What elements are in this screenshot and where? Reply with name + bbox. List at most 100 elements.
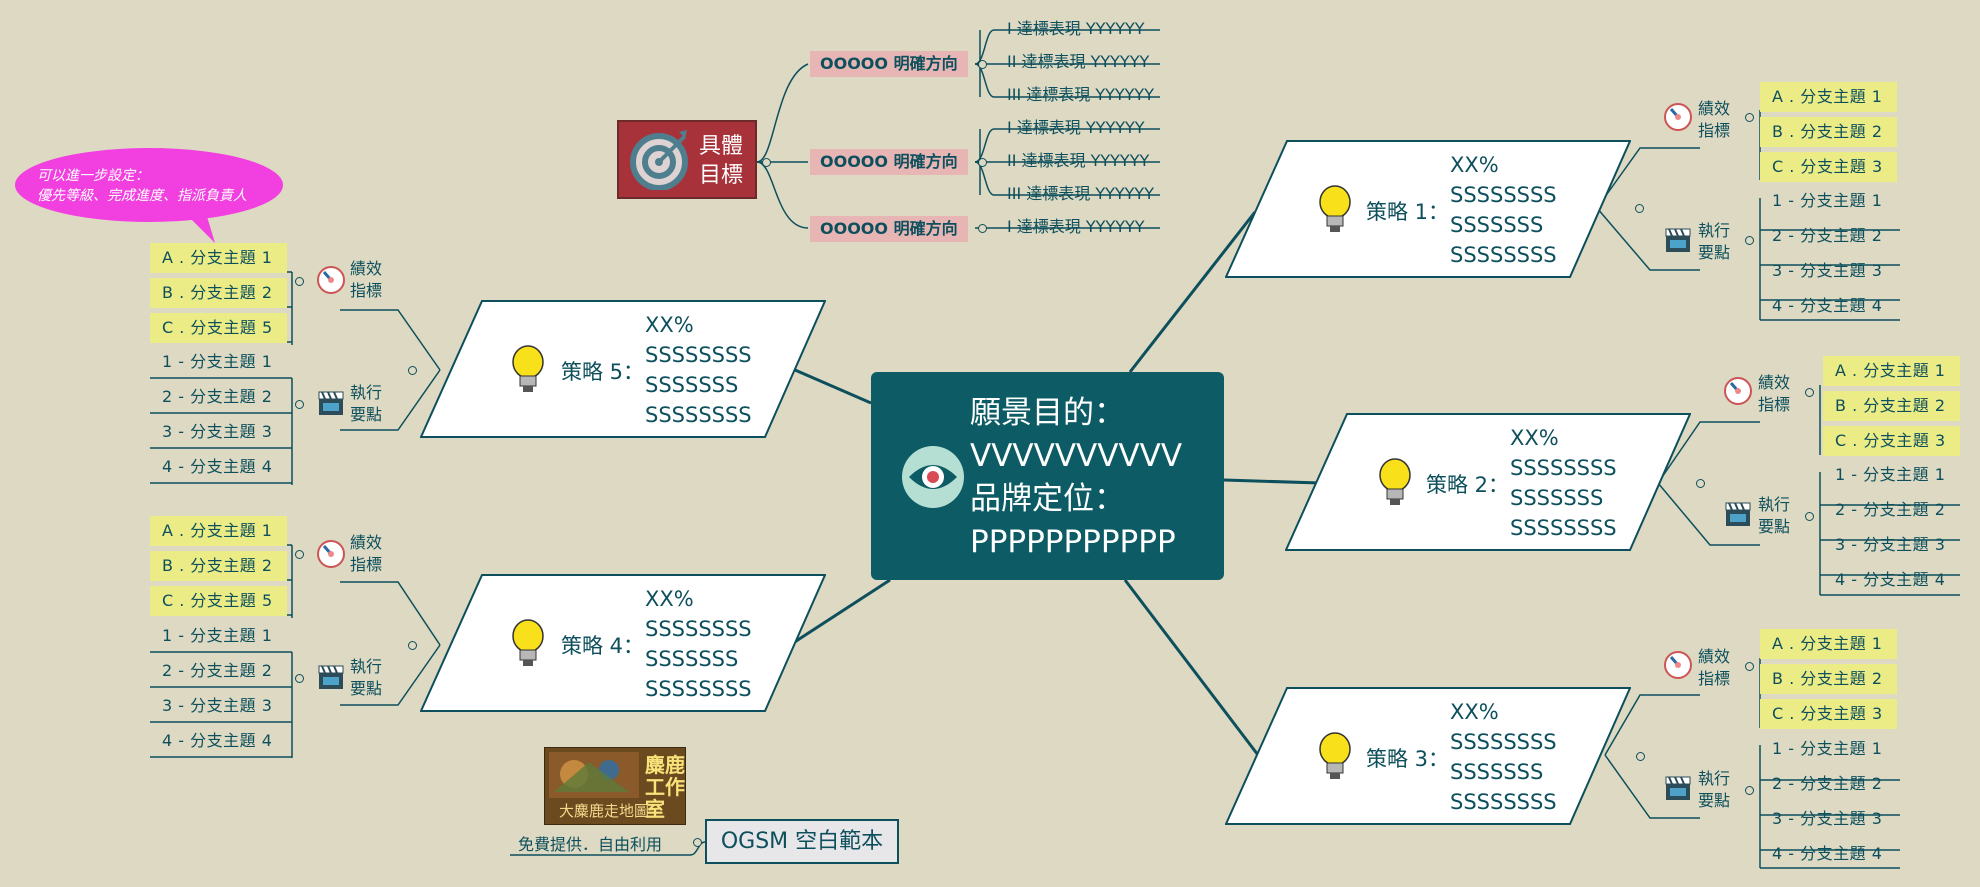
exec-1-4[interactable]: 4 - 分支主題 4 bbox=[1772, 296, 1883, 315]
lightbulb-icon bbox=[1379, 458, 1411, 505]
collapse-dot[interactable] bbox=[1696, 479, 1705, 488]
kpi-2-b[interactable]: B . 分支主題 2 bbox=[1823, 391, 1960, 421]
strategy-5-label: 策略 5： bbox=[561, 360, 645, 384]
clapperboard-icon bbox=[1665, 776, 1691, 800]
kpi-4-a[interactable]: A . 分支主題 1 bbox=[150, 516, 287, 546]
achievement-1-3[interactable]: III 達標表現 YYYYYY bbox=[1007, 85, 1154, 104]
kpi-5-a[interactable]: A . 分支主題 1 bbox=[150, 243, 287, 273]
collapse-dot[interactable] bbox=[1745, 786, 1754, 795]
collapse-dot[interactable] bbox=[1805, 512, 1814, 521]
kpi-1-a[interactable]: A . 分支主題 1 bbox=[1760, 82, 1897, 112]
lightbulb-icon bbox=[1319, 185, 1351, 232]
exec-5-4[interactable]: 4 - 分支主題 4 bbox=[162, 457, 273, 476]
kpi-label-4: 績效指標 bbox=[350, 533, 383, 574]
direction-3[interactable]: OOOOO 明確方向 bbox=[810, 216, 968, 242]
exec-5-3[interactable]: 3 - 分支主題 3 bbox=[162, 422, 273, 441]
collapse-dot[interactable] bbox=[978, 60, 987, 69]
exec-3-1[interactable]: 1 - 分支主題 1 bbox=[1772, 739, 1883, 758]
collapse-dot[interactable] bbox=[295, 674, 304, 683]
kpi-4-c[interactable]: C . 分支主題 5 bbox=[150, 586, 287, 616]
exec-3-3[interactable]: 3 - 分支主題 3 bbox=[1772, 809, 1883, 828]
clapperboard-icon bbox=[1725, 502, 1751, 526]
kpi-5-b[interactable]: B . 分支主題 2 bbox=[150, 278, 287, 308]
goal-node[interactable]: 具體 目標 bbox=[617, 120, 757, 199]
exec-3-4[interactable]: 4 - 分支主題 4 bbox=[1772, 844, 1883, 863]
achievement-1-2[interactable]: II 達標表現 YYYYYY bbox=[1007, 52, 1150, 71]
clapperboard-icon bbox=[1665, 228, 1691, 252]
exec-label-5: 執行要點 bbox=[350, 383, 383, 424]
exec-2-3[interactable]: 3 - 分支主題 3 bbox=[1835, 535, 1946, 554]
exec-2-2[interactable]: 2 - 分支主題 2 bbox=[1835, 500, 1946, 519]
collapse-dot[interactable] bbox=[1745, 236, 1754, 245]
achievement-3-1[interactable]: I 達標表現 YYYYYY bbox=[1007, 217, 1145, 236]
exec-4-4[interactable]: 4 - 分支主題 4 bbox=[162, 731, 273, 750]
note-callout[interactable]: 可以進一步設定： 優先等級、完成進度、指派負責人 bbox=[15, 148, 285, 243]
exec-label-3: 執行要點 bbox=[1698, 769, 1731, 810]
collapse-dot[interactable] bbox=[1745, 662, 1754, 671]
kpi-1-c[interactable]: C . 分支主題 3 bbox=[1760, 152, 1897, 182]
exec-2-4[interactable]: 4 - 分支主題 4 bbox=[1835, 570, 1946, 589]
collapse-dot[interactable] bbox=[408, 641, 417, 650]
direction-2[interactable]: OOOOO 明確方向 bbox=[810, 149, 968, 175]
studio-logo: 麋鹿工作室 大麋鹿走地圖 bbox=[544, 747, 686, 825]
template-title[interactable]: OGSM 空白範本 bbox=[705, 819, 899, 864]
exec-1-2[interactable]: 2 - 分支主題 2 bbox=[1772, 226, 1883, 245]
exec-4-1[interactable]: 1 - 分支主題 1 bbox=[162, 626, 273, 645]
collapse-dot[interactable] bbox=[295, 550, 304, 559]
collapse-dot[interactable] bbox=[1805, 388, 1814, 397]
strategy-4-label: 策略 4： bbox=[561, 634, 645, 658]
central-topic[interactable]: 願景目的： VVVVVVVVVV 品牌定位： PPPPPPPPPPP bbox=[871, 372, 1224, 580]
kpi-1-b[interactable]: B . 分支主題 2 bbox=[1760, 117, 1897, 147]
exec-1-3[interactable]: 3 - 分支主題 3 bbox=[1772, 261, 1883, 280]
kpi-3-c[interactable]: C . 分支主題 3 bbox=[1760, 699, 1897, 729]
collapse-dot[interactable] bbox=[1745, 113, 1754, 122]
achievement-1-1[interactable]: I 達標表現 YYYYYY bbox=[1007, 19, 1145, 38]
lightbulb-icon bbox=[1319, 732, 1351, 779]
logo-title: 麋鹿工作室 bbox=[645, 753, 685, 821]
achievement-2-2[interactable]: II 達標表現 YYYYYY bbox=[1007, 151, 1150, 170]
exec-2-1[interactable]: 1 - 分支主題 1 bbox=[1835, 465, 1946, 484]
gauge-icon bbox=[1664, 651, 1692, 679]
collapse-dot[interactable] bbox=[978, 224, 987, 233]
collapse-dot[interactable] bbox=[978, 158, 987, 167]
collapse-dot[interactable] bbox=[1636, 752, 1645, 761]
collapse-dot[interactable] bbox=[295, 400, 304, 409]
collapse-dot[interactable] bbox=[1635, 204, 1644, 213]
exec-4-3[interactable]: 3 - 分支主題 3 bbox=[162, 696, 273, 715]
achievement-2-3[interactable]: III 達標表現 YYYYYY bbox=[1007, 184, 1154, 203]
kpi-4-b[interactable]: B . 分支主題 2 bbox=[150, 551, 287, 581]
exec-5-2[interactable]: 2 - 分支主題 2 bbox=[162, 387, 273, 406]
exec-1-1[interactable]: 1 - 分支主題 1 bbox=[1772, 191, 1883, 210]
exec-4-2[interactable]: 2 - 分支主題 2 bbox=[162, 661, 273, 680]
achievement-2-1[interactable]: I 達標表現 YYYYYY bbox=[1007, 118, 1145, 137]
strategy-1-label: 策略 1： bbox=[1366, 200, 1450, 224]
kpi-5-c[interactable]: C . 分支主題 5 bbox=[150, 313, 287, 343]
exec-label-1: 執行要點 bbox=[1698, 221, 1731, 262]
exec-5-1[interactable]: 1 - 分支主題 1 bbox=[162, 352, 273, 371]
direction-1[interactable]: OOOOO 明確方向 bbox=[810, 51, 968, 77]
kpi-label-2: 績效指標 bbox=[1758, 373, 1791, 414]
exec-3-2[interactable]: 2 - 分支主題 2 bbox=[1772, 774, 1883, 793]
kpi-2-c[interactable]: C . 分支主題 3 bbox=[1823, 426, 1960, 456]
collapse-dot[interactable] bbox=[762, 158, 771, 167]
gauge-icon bbox=[1724, 377, 1752, 405]
kpi-label-5: 績效指標 bbox=[350, 259, 383, 300]
kpi-2-a[interactable]: A . 分支主題 1 bbox=[1823, 356, 1960, 386]
central-topic-text: 願景目的： VVVVVVVVVV 品牌定位： PPPPPPPPPPP bbox=[970, 395, 1183, 560]
clapperboard-icon bbox=[318, 391, 344, 415]
kpi-3-a[interactable]: A . 分支主題 1 bbox=[1760, 629, 1897, 659]
collapse-dot[interactable] bbox=[295, 277, 304, 286]
collapse-dot[interactable] bbox=[693, 838, 702, 847]
kpi-3-b[interactable]: B . 分支主題 2 bbox=[1760, 664, 1897, 694]
collapse-dot[interactable] bbox=[408, 366, 417, 375]
eye-icon bbox=[902, 446, 964, 508]
